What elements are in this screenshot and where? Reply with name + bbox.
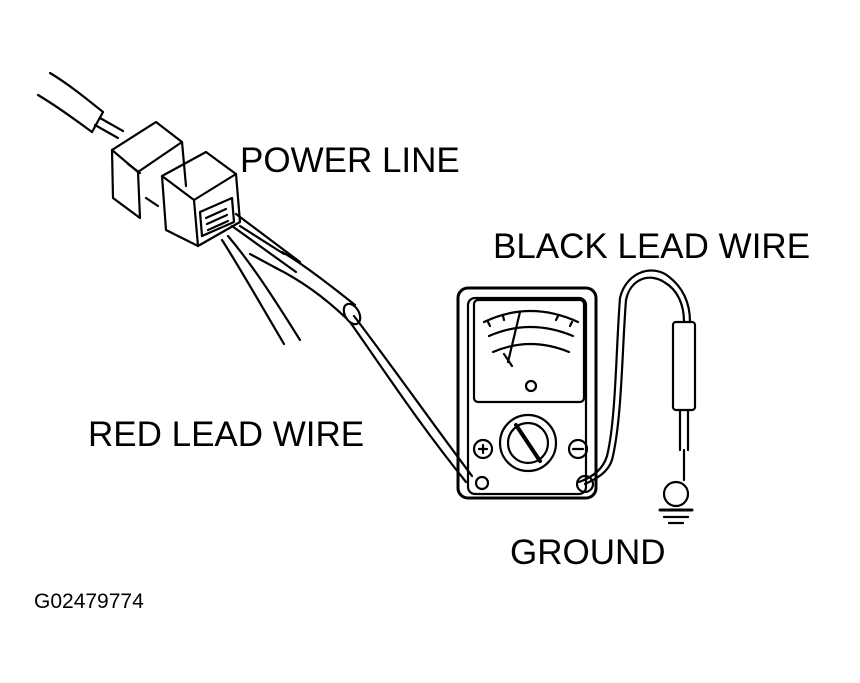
black-lead-wire-line: [583, 276, 686, 486]
power-line-label: POWER LINE: [240, 141, 460, 180]
wire-harness-connector-icon: [36, 71, 362, 346]
figure-code-label: G02479774: [34, 590, 144, 613]
red-lead-wire-line: [352, 314, 474, 478]
analog-multimeter-icon: [456, 286, 598, 500]
red-lead-wire-label: RED LEAD WIRE: [88, 415, 365, 454]
black-lead-wire-label: BLACK LEAD WIRE: [493, 227, 811, 266]
ground-symbol-icon: [658, 508, 694, 525]
ground-label: GROUND: [510, 533, 666, 572]
probe-icon: [662, 320, 697, 508]
